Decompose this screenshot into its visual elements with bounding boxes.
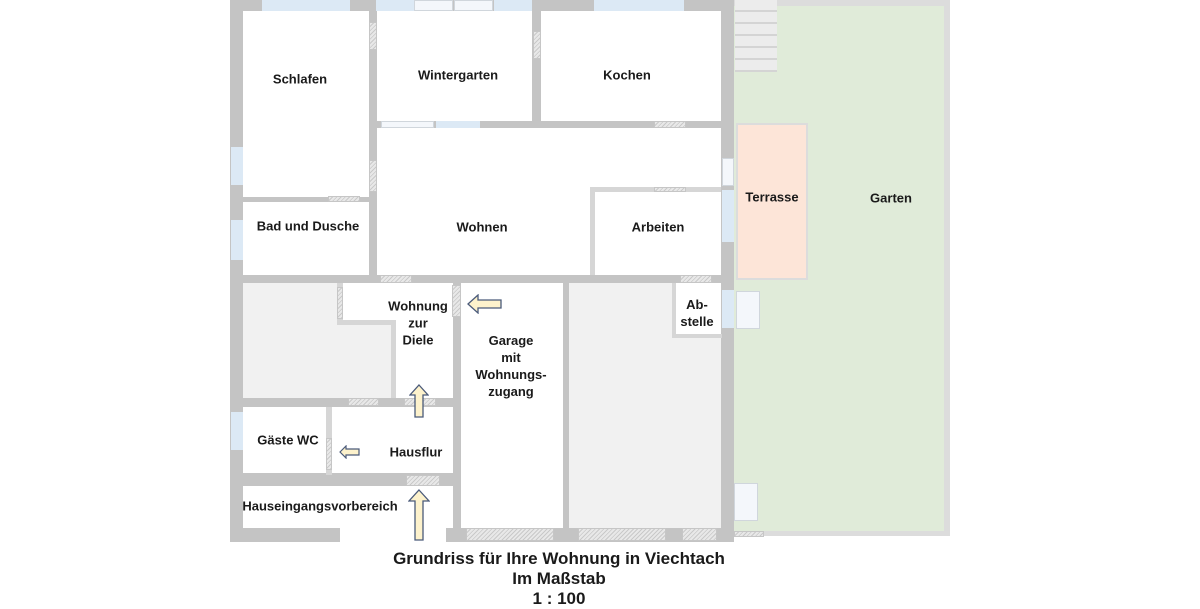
abstelle-wall-b	[672, 334, 722, 338]
window	[262, 0, 350, 11]
room-wintergarten	[377, 11, 532, 121]
arrow-left-icon	[339, 445, 360, 459]
door	[533, 31, 541, 59]
door	[326, 438, 332, 470]
door	[337, 287, 343, 319]
label-schlafen: Schlafen	[272, 71, 328, 87]
plan-title: Grundriss für Ihre Wohnung in Viechtach	[393, 549, 725, 568]
window	[414, 0, 453, 11]
diele-wall-2	[337, 320, 396, 325]
window	[494, 0, 532, 11]
window	[376, 0, 414, 11]
label-terrasse: Terrasse	[745, 189, 799, 205]
room-schlafen	[243, 11, 369, 197]
window	[231, 220, 243, 260]
stairs	[735, 0, 777, 72]
garden-step-2	[734, 483, 758, 521]
window	[594, 0, 684, 11]
room-diele-lower	[396, 323, 453, 398]
door	[328, 196, 360, 202]
label-garten: Garten	[870, 190, 912, 206]
entrance-opening	[340, 528, 446, 542]
label-abstelle: Ab- stelle	[680, 297, 714, 329]
label-diele: Wohnung zur Diele	[388, 298, 448, 348]
door	[406, 475, 440, 486]
plan-scale-value: 1 : 100	[532, 589, 586, 608]
diele-wall-3	[391, 320, 396, 398]
plan-scale-label: Im Maßstab	[512, 569, 606, 588]
label-kochen: Kochen	[603, 67, 651, 83]
label-garage-zugang: Garage mit Wohnungs- zugang	[475, 333, 547, 399]
room-bad	[243, 202, 369, 275]
door	[680, 275, 712, 283]
garage-door	[466, 528, 554, 541]
label-hausflur: Hausflur	[389, 444, 443, 460]
door	[654, 121, 686, 128]
room-arbeiten	[595, 192, 721, 275]
door	[369, 22, 377, 50]
garage-door	[578, 528, 666, 541]
window	[231, 412, 243, 450]
label-bad: Bad und Dusche	[256, 218, 360, 234]
door	[380, 275, 412, 283]
window	[381, 121, 434, 128]
garden-step-1	[736, 291, 760, 329]
terrace-area	[736, 123, 808, 280]
abstelle-wall	[672, 283, 676, 337]
window	[722, 158, 734, 186]
arrow-left-icon	[467, 294, 502, 314]
room-kochen	[541, 11, 721, 121]
room-diele	[343, 283, 453, 323]
window	[454, 0, 493, 11]
label-wintergarten: Wintergarten	[417, 67, 499, 83]
window	[231, 147, 243, 185]
room-gaeste-wc	[243, 407, 326, 473]
room-garage-zugang	[461, 283, 563, 528]
room-abstelle	[676, 283, 721, 334]
door	[654, 187, 686, 192]
window	[722, 290, 734, 328]
door	[348, 398, 379, 406]
room-hausflur	[332, 407, 453, 473]
label-hauseingang: Hauseingangsvorbereich	[242, 498, 398, 514]
window	[436, 121, 480, 128]
label-arbeiten: Arbeiten	[631, 219, 685, 235]
window	[722, 190, 734, 242]
garden-gate	[734, 531, 764, 537]
label-wohnen: Wohnen	[456, 219, 508, 235]
garage-door	[682, 528, 717, 541]
arrow-up-icon	[408, 489, 430, 541]
label-gaeste-wc: Gäste WC	[257, 432, 319, 448]
arrow-up-icon	[409, 384, 429, 418]
door	[452, 285, 461, 317]
arbeiten-wall-left	[590, 187, 595, 275]
door	[369, 160, 377, 192]
